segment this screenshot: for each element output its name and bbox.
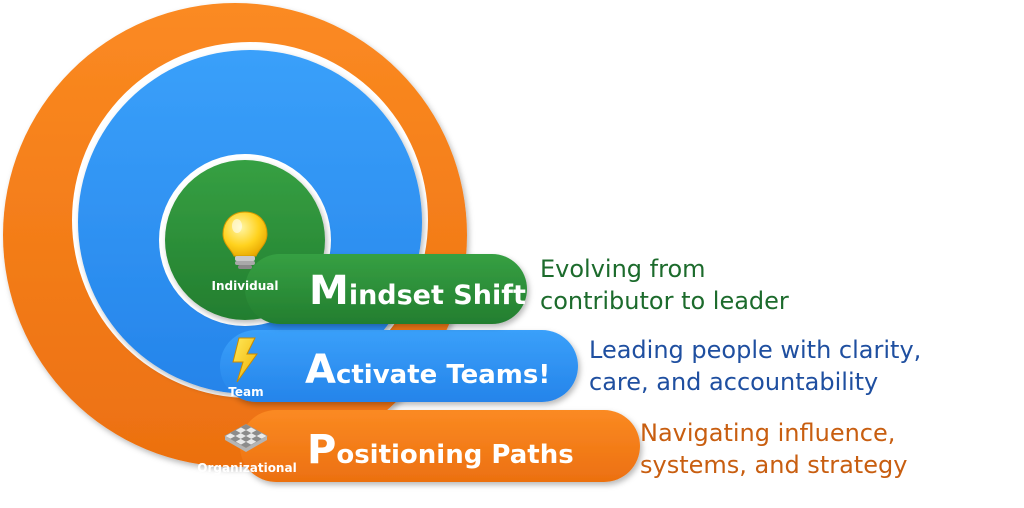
title-positioning-initial: P: [307, 427, 336, 473]
title-activate-rest: ctivate Teams!: [336, 360, 550, 390]
description-organizational-line1: Navigating influence,: [640, 419, 896, 447]
level-label-team: Team: [228, 385, 263, 399]
title-positioning-paths: Positioning Paths: [307, 427, 574, 473]
description-individual-line2: contributor to leader: [540, 287, 789, 315]
level-label-individual: Individual: [212, 279, 279, 293]
description-organizational: Navigating influence, systems, and strat…: [640, 417, 907, 481]
title-mindset-shift: Mindset Shift: [309, 268, 526, 314]
title-mindset-rest: indset Shift: [349, 280, 526, 311]
description-individual-line1: Evolving from: [540, 255, 706, 283]
description-individual: Evolving from contributor to leader: [540, 253, 789, 317]
lightbulb-icon: [222, 211, 268, 269]
lightning-bolt-icon: [232, 337, 258, 383]
chessboard-icon: [224, 423, 268, 452]
description-team: Leading people with clarity, care, and a…: [589, 334, 921, 398]
description-organizational-line2: systems, and strategy: [640, 451, 908, 479]
title-activate-initial: A: [305, 347, 336, 393]
description-team-line1: Leading people with clarity,: [589, 336, 922, 364]
title-mindset-initial: M: [309, 268, 349, 314]
level-label-organizational: Organizational: [197, 461, 296, 475]
title-positioning-rest: ositioning Paths: [336, 440, 573, 470]
title-activate-teams: Activate Teams!: [305, 347, 550, 393]
description-team-line2: care, and accountability: [589, 368, 879, 396]
